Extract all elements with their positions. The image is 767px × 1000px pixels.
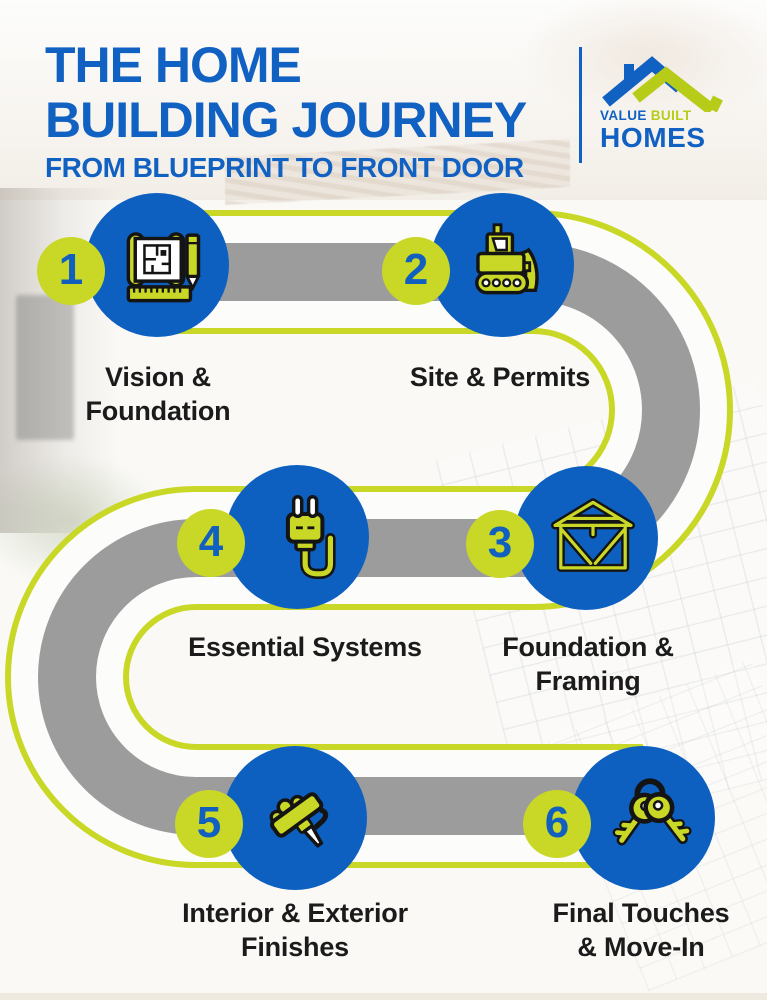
title-subtitle: FROM BLUEPRINT TO FRONT DOOR <box>45 152 524 183</box>
house-frame-icon <box>551 498 635 572</box>
step-1-circle: 1 <box>37 193 229 337</box>
step-1-label: Vision & Foundation <box>86 360 231 428</box>
step-4-number-badge: 4 <box>177 509 245 577</box>
step-3-circle: 3 <box>466 466 658 610</box>
logo-word-value: VALUE <box>600 108 647 123</box>
step-1: 1 <box>37 193 229 337</box>
logo-word-homes: HOMES <box>600 122 706 153</box>
step-5-number: 5 <box>196 798 222 847</box>
step-5-circle: 5 <box>175 746 367 890</box>
step-1-number: 1 <box>58 245 84 294</box>
step-6-number-badge: 6 <box>523 790 591 858</box>
paint-roller-icon <box>269 792 329 848</box>
step-2-label: Site & Permits <box>410 360 590 394</box>
page-title: THE HOME BUILDING JOURNEY FROM BLUEPRINT… <box>45 37 527 183</box>
keys-icon <box>612 778 692 846</box>
bulldozer-icon <box>475 223 539 295</box>
step-4-number: 4 <box>198 517 224 566</box>
step-3-label-line2: Framing <box>535 666 641 696</box>
step-3-label: Foundation & Framing <box>502 630 674 698</box>
title-line1: THE HOME <box>45 37 302 93</box>
step-6-label-line2: & Move-In <box>577 932 705 962</box>
step-3: 3 <box>466 466 658 610</box>
step-6: 6 <box>523 746 715 890</box>
step-4-label-line1: Essential Systems <box>188 632 422 662</box>
step-5-label: Interior & Exterior Finishes <box>182 896 408 964</box>
step-6-circle: 6 <box>523 746 715 890</box>
roof-logo-icon <box>602 56 723 115</box>
step-1-number-badge: 1 <box>37 237 105 305</box>
step-2-label-line1: Site & Permits <box>409 362 591 392</box>
step-6-number: 6 <box>544 798 570 847</box>
step-2-circle: 2 <box>382 193 574 337</box>
step-2-number: 2 <box>403 245 429 294</box>
step-6-label: Final Touches & Move-In <box>553 896 730 964</box>
step-3-number: 3 <box>487 518 513 567</box>
step-4: 4 <box>177 465 369 609</box>
step-4-label: Essential Systems <box>188 630 422 664</box>
step-3-label-line1: Foundation & <box>502 632 674 662</box>
step-5-label-line2: Finishes <box>241 932 349 962</box>
step-2: 2 <box>382 193 574 337</box>
step-5-label-line1: Interior & Exterior <box>182 898 408 928</box>
step-2-number-badge: 2 <box>382 237 450 305</box>
step-4-circle: 4 <box>177 465 369 609</box>
step-5: 5 <box>175 746 367 890</box>
blueprint-icon <box>126 232 201 303</box>
step-6-label-line1: Final Touches <box>552 898 730 928</box>
step-1-label-line2: Foundation <box>85 396 231 426</box>
step-1-label-line1: Vision & <box>105 362 211 392</box>
plug-icon <box>285 495 336 579</box>
header: THE HOME BUILDING JOURNEY FROM BLUEPRINT… <box>0 0 767 200</box>
header-divider <box>579 47 582 163</box>
title-line2: BUILDING JOURNEY <box>45 92 527 148</box>
step-5-number-badge: 5 <box>175 790 243 858</box>
logo-word-built: BUILT <box>650 108 692 123</box>
step-3-number-badge: 3 <box>466 510 534 578</box>
